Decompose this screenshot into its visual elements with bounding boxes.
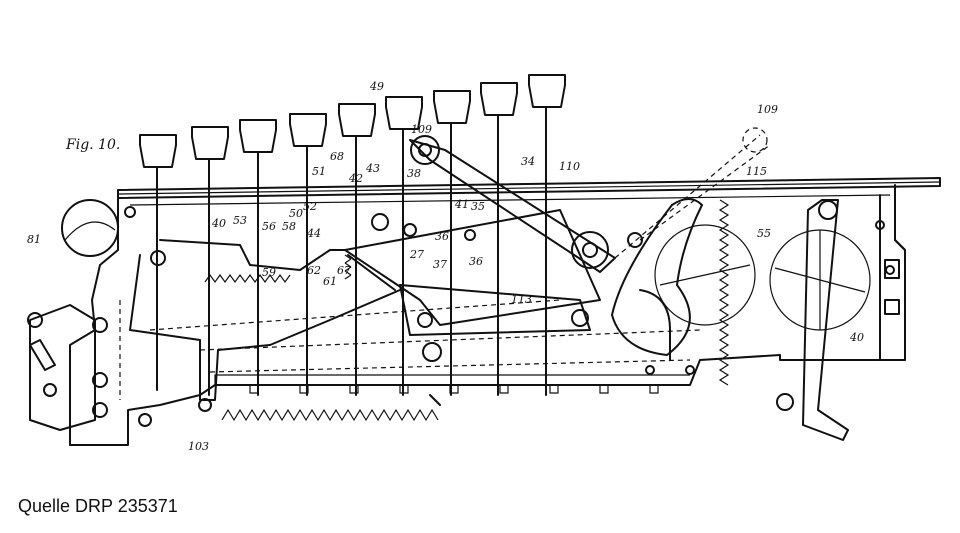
- ref-38: 38: [407, 167, 421, 180]
- key-1: [139, 134, 177, 391]
- ref-103: 103: [188, 440, 209, 453]
- figure-label: Fig. 10.: [65, 137, 120, 153]
- key-4: [289, 113, 327, 396]
- key-7: [433, 90, 471, 396]
- ref-67: 67: [337, 264, 351, 277]
- ref-115: 115: [746, 165, 767, 178]
- ref-62: 62: [307, 264, 321, 277]
- ref-40-b: 40: [849, 331, 864, 344]
- ref-27: 27: [409, 248, 424, 261]
- ref-58: 58: [282, 220, 296, 233]
- key-row: [139, 74, 566, 396]
- ref-52: 52: [303, 200, 317, 213]
- screw-heads: [92, 206, 895, 427]
- curved-arm: [611, 198, 703, 356]
- key-6: [385, 96, 423, 396]
- linkages: [129, 135, 671, 412]
- ref-41: 41: [454, 198, 469, 211]
- reference-numbers: 49 109 109 68 51 43 38 34 110 115 81 40 …: [27, 80, 864, 453]
- ref-55: 55: [757, 227, 771, 240]
- source-caption: Quelle DRP 235371: [18, 496, 178, 516]
- key-9: [528, 74, 566, 396]
- machine-frame: [27, 184, 906, 446]
- key-8: [480, 82, 518, 396]
- ref-53-a: 53: [233, 214, 247, 227]
- ref-44: 44: [306, 227, 321, 240]
- ref-59: 59: [262, 266, 276, 279]
- ref-61: 61: [323, 275, 337, 288]
- springs: [204, 199, 730, 422]
- key-2: [191, 126, 229, 396]
- ref-109-a: 109: [411, 123, 432, 136]
- ref-56: 56: [262, 220, 276, 233]
- ref-40-a: 40: [211, 217, 226, 230]
- ref-49: 49: [369, 80, 384, 93]
- ref-110: 110: [559, 160, 580, 173]
- ref-50: 50: [289, 207, 303, 220]
- ref-36-b: 36: [469, 255, 483, 268]
- ref-34: 34: [521, 155, 535, 168]
- key-3: [239, 119, 277, 396]
- ref-42: 42: [348, 172, 363, 185]
- ref-109-b: 109: [757, 103, 778, 116]
- dashed-guides: [119, 127, 771, 400]
- ref-37: 37: [433, 258, 447, 271]
- ref-81: 81: [27, 233, 41, 246]
- ref-113: 113: [511, 293, 532, 306]
- ref-35: 35: [471, 200, 485, 213]
- ref-51: 51: [312, 165, 326, 178]
- ref-43: 43: [365, 162, 380, 175]
- top-rail: [117, 177, 941, 199]
- key-5: [338, 103, 376, 396]
- right-lever: [776, 199, 849, 441]
- ref-36: 36: [435, 230, 449, 243]
- ref-68: 68: [330, 150, 344, 163]
- wheels: [654, 224, 871, 331]
